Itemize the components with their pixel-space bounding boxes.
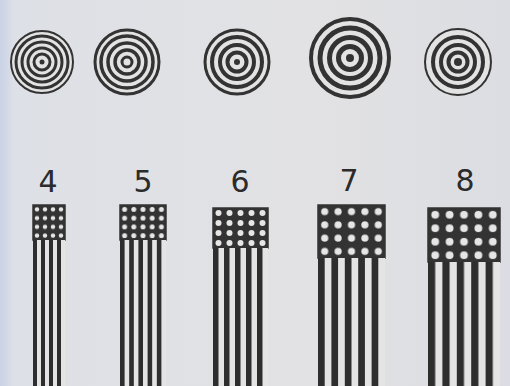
- group-number: 5: [133, 165, 152, 199]
- ring-target: [11, 31, 73, 93]
- group-number: 6: [230, 165, 249, 199]
- group-number: 7: [339, 164, 358, 198]
- bar-groups: [33, 205, 500, 386]
- group-number: 8: [455, 164, 474, 198]
- ring-target: [95, 30, 159, 94]
- ring-targets: [11, 19, 491, 97]
- ring-target: [205, 30, 269, 94]
- group-number: 4: [38, 165, 57, 199]
- ring-target: [425, 29, 491, 95]
- ring-target: [311, 19, 389, 97]
